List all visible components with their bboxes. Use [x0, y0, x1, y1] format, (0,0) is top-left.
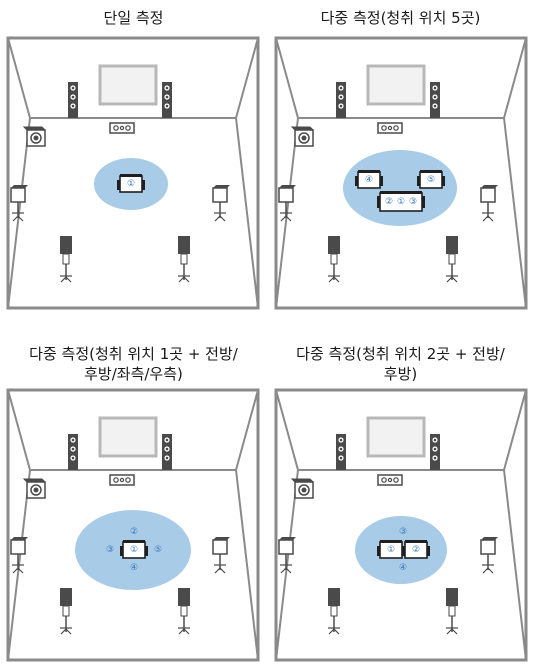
position-label: ③ — [409, 197, 417, 207]
room-diagram-single: ① — [8, 38, 258, 308]
listening-zone — [343, 150, 457, 226]
panel-title-multi2: 다중 측정(청취 위치 2곳 + 전방/ 후방) — [267, 344, 534, 388]
title-line: 후방) — [383, 365, 418, 383]
panel-title-single: 단일 측정 — [0, 8, 267, 52]
position-label: ④ — [365, 175, 373, 185]
panel-title-multi1: 다중 측정(청취 위치 1곳 + 전방/ 후방/좌측/우측) — [0, 344, 267, 388]
position-label: ① — [127, 179, 135, 189]
room-diagram-multi1: ② ③ ① ⑤ ④ — [8, 390, 258, 660]
position-label: ⑤ — [154, 545, 162, 555]
position-label: ④ — [130, 563, 138, 573]
room-diagram-multi2: ③ ① ② ④ — [276, 390, 526, 660]
panel-title-multi5: 다중 측정(청취 위치 5곳) — [267, 8, 534, 52]
title-line: 다중 측정(청취 위치 2곳 + 전방/ — [296, 345, 505, 363]
position-label: ③ — [399, 527, 407, 537]
title-line: 다중 측정(청취 위치 1곳 + 전방/ — [29, 345, 238, 363]
position-label: ④ — [399, 563, 407, 573]
position-label: ① — [397, 197, 405, 207]
title-line: 후방/좌측/우측) — [84, 365, 183, 383]
position-label: ② — [385, 197, 393, 207]
room-diagram-multi5: ② ① ③ ④ ⑤ — [276, 38, 526, 308]
position-label: ② — [130, 527, 138, 537]
title-line: 단일 측정 — [103, 9, 164, 27]
position-label: ⑤ — [427, 175, 435, 185]
position-label: ① — [387, 545, 395, 555]
position-label: ① — [130, 545, 138, 555]
position-label: ② — [412, 545, 420, 555]
title-line: 다중 측정(청취 위치 5곳) — [320, 9, 481, 27]
position-label: ③ — [106, 545, 114, 555]
